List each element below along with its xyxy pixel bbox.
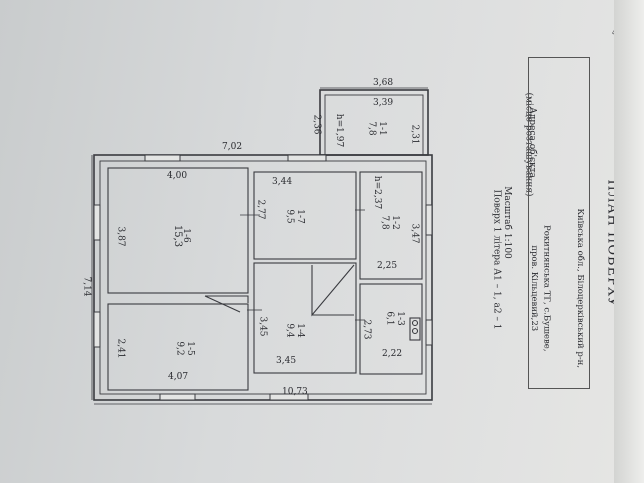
window (425, 204, 433, 236)
window (144, 154, 181, 162)
room-1-4-area: 9,4 (284, 323, 295, 338)
title-block-frame (528, 57, 590, 389)
dim-top-total: 7,02 (222, 142, 243, 152)
dim-r16-height: 3,87 (115, 226, 126, 247)
dim-r12-ceiling: h=2,37 (372, 175, 383, 210)
dim-bottom-total: 10,73 (282, 387, 308, 397)
burner-icon (411, 319, 419, 327)
dim-r17-height: 2,77 (255, 199, 266, 220)
window (159, 393, 196, 401)
burner-icon (411, 327, 419, 335)
room-1-1-area: 7,8 (366, 121, 377, 136)
window (269, 393, 309, 401)
window (93, 311, 101, 348)
dim-r13-width: 2,22 (382, 349, 403, 359)
dim-r13-height: 2,73 (361, 319, 372, 340)
room-1-5-id: 1-5 (184, 341, 195, 356)
room-1-7-area: 9,5 (284, 209, 295, 224)
dim-porch-outer-width: 3,68 (373, 78, 394, 88)
paper-edge (614, 0, 644, 483)
room-1-3 (359, 283, 423, 375)
dim-porch-inner-height: 2,31 (409, 124, 420, 145)
room-1-6-area: 15,3 (172, 224, 184, 248)
stair-passage-diag (204, 295, 241, 313)
dim-porch-outer-height: 2,36 (311, 114, 322, 135)
room-1-2-area: 7,8 (379, 215, 390, 230)
room-1-5 (107, 303, 249, 391)
room-1-2 (359, 171, 423, 280)
room-1-4-id: 1-4 (294, 323, 305, 338)
dim-porch-ceiling: h=1,97 (334, 113, 345, 148)
room-1-5-area: 9,2 (174, 341, 185, 356)
room-1-3-id: 1-3 (394, 311, 405, 326)
porch-inner-wall (324, 94, 424, 156)
inner-wall (99, 160, 427, 395)
window (425, 319, 433, 346)
floor-label: Поверх 1 літера А1 – 1, а2 – 1 (491, 189, 502, 330)
room-1-1-id: 1-1 (376, 121, 387, 136)
dim-porch-inner-width: 3,39 (373, 98, 394, 108)
dim-r16-width: 4,00 (167, 171, 188, 181)
room-1-7-id: 1-7 (294, 209, 305, 224)
outer-wall (93, 154, 433, 401)
room-1-6 (107, 167, 249, 294)
dim-r14-width: 3,45 (276, 356, 297, 366)
stair-passage (205, 295, 249, 303)
stove-icon (409, 317, 421, 341)
dim-r17-width: 3,44 (272, 177, 293, 187)
scale-label: Масштаб 1:100 (501, 186, 512, 259)
window (287, 154, 327, 162)
dim-r15-height: 2,41 (115, 338, 126, 359)
room-1-4 (253, 262, 357, 374)
dim-left-total: 7,14 (81, 276, 92, 297)
room-1-3-area: 6,1 (384, 311, 395, 326)
dim-r12-height: 3,47 (409, 223, 420, 244)
stairs (311, 264, 355, 317)
window (93, 204, 101, 241)
room-1-7 (253, 171, 357, 260)
dim-r12-width: 2,25 (377, 261, 398, 271)
dim-r15-width: 4,07 (168, 372, 189, 382)
dim-r14-height: 3,45 (257, 316, 268, 337)
room-1-2-id: 1-2 (389, 215, 400, 230)
